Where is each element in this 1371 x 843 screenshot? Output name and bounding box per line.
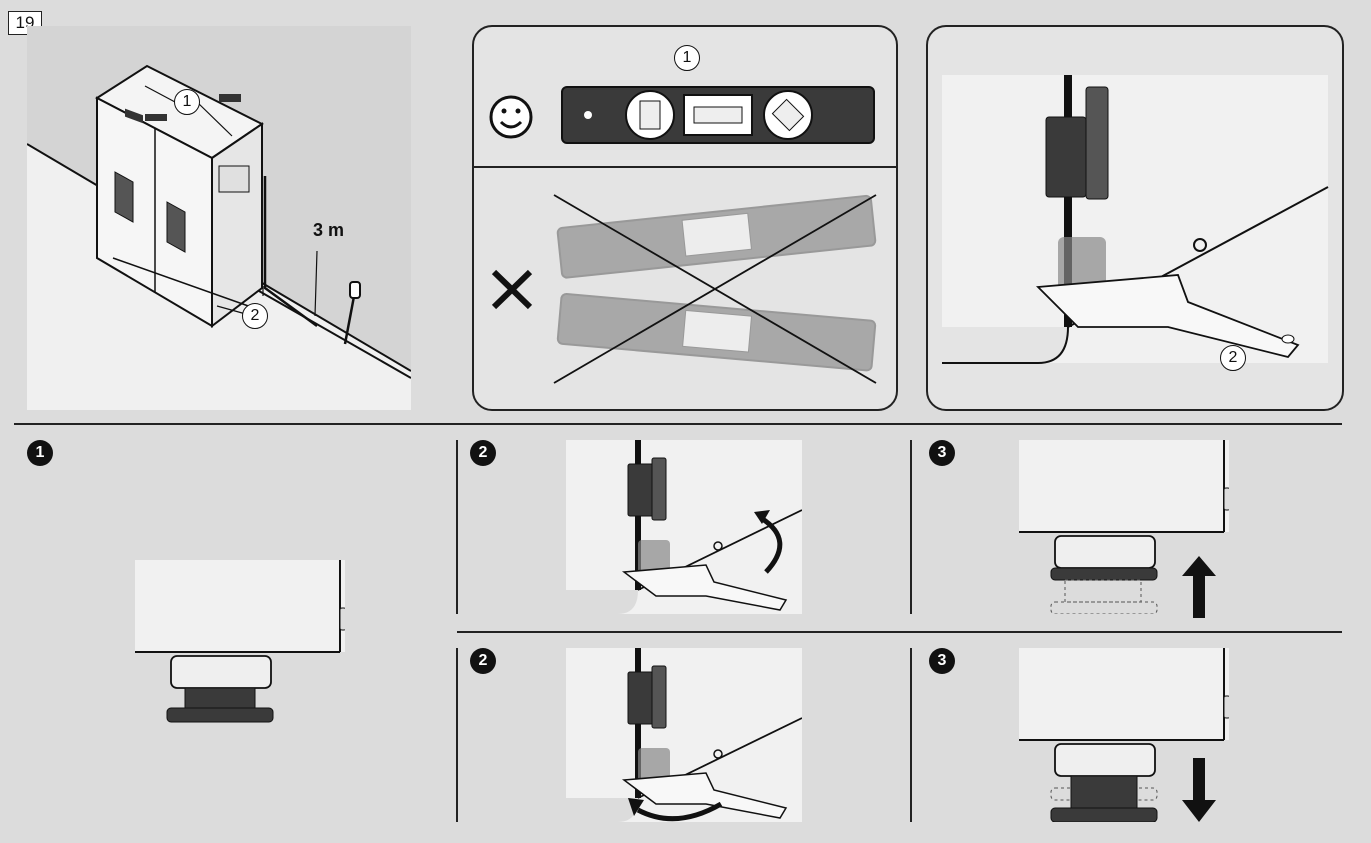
power-plug — [350, 282, 360, 298]
foot-detail-panel: 2 — [926, 25, 1344, 411]
cabinet-overview-drawing — [27, 26, 411, 410]
step-3-badge: 3 — [929, 648, 955, 674]
callout-level: 1 — [674, 45, 700, 71]
hinge — [1046, 117, 1086, 197]
rotate-arrow-icon — [638, 804, 721, 819]
arrow-down-icon — [1182, 758, 1216, 822]
step-2-badge: 2 — [470, 440, 496, 466]
distance-label: 3 m — [313, 220, 344, 241]
arrow-up-icon — [1182, 556, 1216, 618]
step-2b-foot-drawing — [566, 648, 802, 822]
cross-icon — [494, 272, 530, 307]
step-2-badge: 2 — [470, 648, 496, 674]
step-1-foot-drawing — [135, 560, 345, 730]
callout-level: 1 — [174, 89, 200, 115]
foot-detail-drawing — [928, 27, 1342, 409]
step-2-foot-drawing — [566, 440, 802, 614]
rotate-arrow-icon — [761, 518, 780, 572]
callout-foot: 2 — [242, 303, 268, 329]
wrench — [1038, 275, 1298, 357]
step-2-rotate-clockwise-illustration — [566, 440, 802, 614]
spirit-level-correct — [562, 87, 874, 143]
spirit-level-tilted-top — [557, 195, 876, 278]
spirit-level-drawing — [474, 27, 896, 409]
spirit-level-tilted-bottom — [557, 294, 875, 371]
smiley-icon — [491, 97, 531, 137]
step-3-badge: 3 — [929, 440, 955, 466]
cabinet-overview-illustration: 1 2 3 m — [27, 26, 411, 410]
step-1-badge: 1 — [27, 440, 53, 466]
step-2-rotate-counterclockwise-illustration — [566, 648, 802, 822]
step-1-illustration — [135, 560, 345, 652]
spirit-level-panel: 1 — [472, 25, 898, 411]
callout-foot: 2 — [1220, 345, 1246, 371]
